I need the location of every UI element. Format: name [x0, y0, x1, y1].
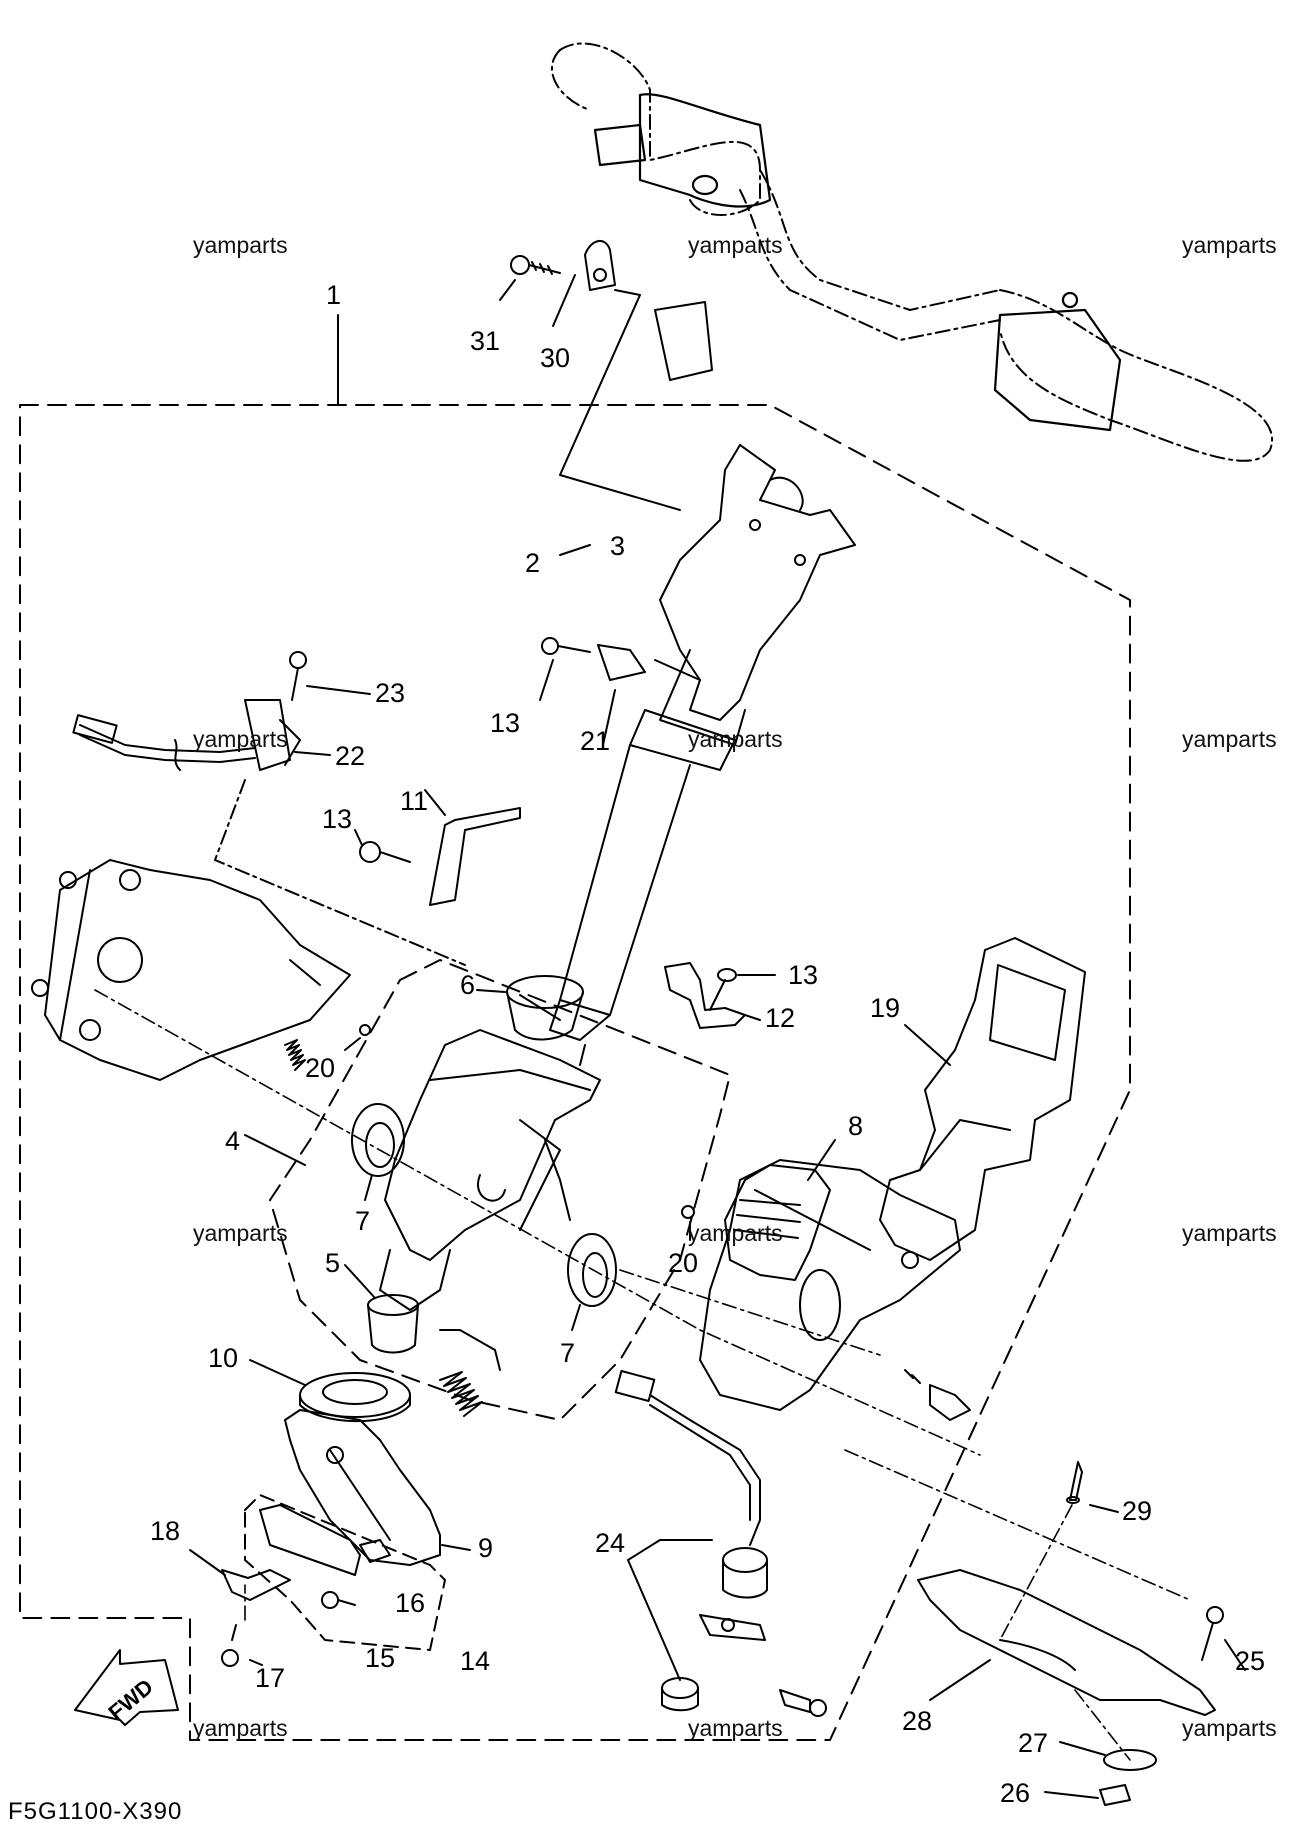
part-label-18[interactable]: 18 — [150, 1516, 181, 1546]
part-label-20[interactable]: 20 — [668, 1248, 699, 1278]
part-label-14[interactable]: 14 — [460, 1646, 491, 1676]
bracket-12 — [664, 962, 746, 1029]
bolt-15 — [321, 1591, 356, 1609]
part-label-5[interactable]: 5 — [325, 1248, 341, 1278]
part-label-25[interactable]: 25 — [1235, 1646, 1266, 1676]
watermark: yamparts — [193, 1220, 288, 1246]
wire-harness-22 — [72, 714, 256, 771]
rivet-29 — [1066, 1461, 1083, 1504]
part-label-24[interactable]: 24 — [595, 1528, 626, 1558]
part-label-26[interactable]: 26 — [1000, 1778, 1031, 1808]
washer-27 — [1103, 1749, 1157, 1771]
washer-10 — [299, 1372, 411, 1423]
bolt-31 — [510, 255, 561, 275]
assembly-lines — [94, 989, 1191, 1761]
harness-24 — [614, 1369, 761, 1546]
bushing-5 — [367, 1294, 419, 1354]
nut-26 — [1099, 1784, 1131, 1806]
housing-left — [31, 859, 351, 1081]
part-label-21[interactable]: 21 — [580, 726, 611, 756]
subassembly-4-outline — [269, 959, 731, 1421]
bracket-11 — [429, 807, 521, 906]
part-label-11[interactable]: 11 — [400, 786, 429, 816]
part-label-31[interactable]: 31 — [470, 326, 501, 356]
ball-20-left — [359, 1024, 371, 1036]
part-label-7[interactable]: 7 — [560, 1338, 576, 1368]
part-label-3[interactable]: 3 — [610, 531, 626, 561]
handlebar — [550, 42, 1274, 462]
bracket-22 — [244, 699, 301, 771]
seal-7-right — [567, 1233, 617, 1307]
watermark: yamparts — [1182, 1715, 1277, 1741]
bolt-24 — [779, 1689, 827, 1717]
spring-lower — [439, 1371, 483, 1417]
part-label-13[interactable]: 13 — [322, 804, 353, 834]
ball-20-right — [681, 1205, 695, 1219]
part-label-8[interactable]: 8 — [848, 1111, 864, 1141]
nut-16 — [359, 1539, 391, 1563]
housing-right — [699, 1159, 961, 1411]
assembly-outline — [19, 404, 1131, 1741]
plate-14 — [259, 1504, 361, 1576]
watermark: yamparts — [1182, 1220, 1277, 1246]
part-label-16[interactable]: 16 — [395, 1588, 426, 1618]
watermark: yamparts — [688, 1715, 783, 1741]
part-label-6[interactable]: 6 — [460, 970, 476, 1000]
sensor-24 — [699, 1547, 768, 1641]
handlebar-left-switch — [593, 93, 772, 208]
fwd-arrow — [74, 1649, 179, 1726]
knob-24 — [661, 1677, 699, 1712]
watermark: yamparts — [688, 232, 783, 258]
bolt-25 — [1201, 1606, 1224, 1661]
bolt-13-right — [709, 968, 737, 1011]
seal-7-left — [351, 1103, 405, 1177]
part-label-23[interactable]: 23 — [375, 678, 406, 708]
center-body — [379, 1029, 601, 1311]
part-label-9[interactable]: 9 — [478, 1533, 494, 1563]
part-label-22[interactable]: 22 — [335, 741, 366, 771]
part-label-13[interactable]: 13 — [490, 708, 521, 738]
plate-28 — [917, 1569, 1216, 1716]
switch-21 — [597, 644, 701, 681]
bolt-13-mid — [359, 841, 411, 863]
figure-code: F5G1100-X390 — [8, 1798, 183, 1825]
part-label-17[interactable]: 17 — [255, 1663, 286, 1693]
bolt-right-housing — [904, 1369, 971, 1421]
spring-left — [284, 1039, 306, 1071]
part-label-12[interactable]: 12 — [765, 1003, 796, 1033]
part-label-7[interactable]: 7 — [355, 1206, 371, 1236]
watermark: yamparts — [193, 1715, 288, 1741]
bolt-13-top — [541, 637, 591, 655]
part-label-10[interactable]: 10 — [208, 1343, 239, 1373]
bushing-3 — [654, 301, 713, 381]
part-label-1[interactable]: 1 — [326, 280, 342, 310]
part-label-27[interactable]: 27 — [1018, 1728, 1049, 1758]
part-label-29[interactable]: 29 — [1122, 1496, 1153, 1526]
clip-18 — [221, 1569, 291, 1601]
handlebar-right-switch — [993, 291, 1122, 432]
bearing-6 — [506, 975, 584, 1041]
part-label-2[interactable]: 2 — [525, 548, 541, 578]
watermark: yamparts — [1182, 232, 1277, 258]
part-label-20[interactable]: 20 — [305, 1053, 336, 1083]
part-label-4[interactable]: 4 — [225, 1126, 241, 1156]
part-label-19[interactable]: 19 — [870, 993, 901, 1023]
bracket-9 — [284, 1409, 441, 1566]
clamp-30 — [584, 240, 616, 291]
part-label-30[interactable]: 30 — [540, 343, 571, 373]
part-label-28[interactable]: 28 — [902, 1706, 933, 1736]
cover-19 — [879, 937, 1086, 1261]
bolt-23 — [289, 651, 307, 701]
watermark: yamparts — [193, 726, 288, 752]
watermark: yamparts — [193, 232, 288, 258]
part-label-15[interactable]: 15 — [365, 1643, 396, 1673]
bolt-17 — [221, 1624, 239, 1667]
watermark: yamparts — [1182, 726, 1277, 752]
watermark: yamparts — [688, 1220, 783, 1246]
part-label-13[interactable]: 13 — [788, 960, 819, 990]
watermark: yamparts — [688, 726, 783, 752]
